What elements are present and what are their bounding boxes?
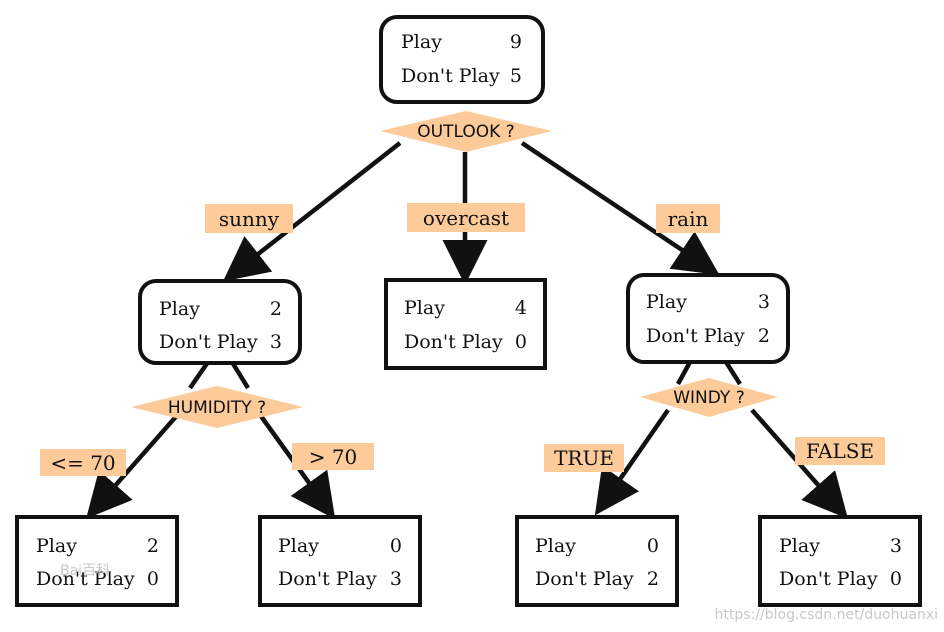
play-count: 0	[390, 535, 402, 557]
edge-rain-to-windy	[676, 360, 692, 386]
windy-question-label: WINDY ?	[673, 388, 745, 408]
edge-label-gt70-text: > 70	[309, 445, 358, 469]
play-label: Play	[278, 535, 319, 557]
dont-play-count: 0	[147, 568, 159, 590]
dont-play-count: 0	[890, 568, 902, 590]
edge-label-gt70: > 70	[292, 443, 374, 470]
play-count: 3	[890, 535, 902, 557]
leaf-false-node: Play 3 Don't Play 0	[758, 515, 922, 607]
edge-label-rain-text: rain	[668, 207, 709, 231]
dont-play-count: 2	[758, 325, 770, 347]
dont-play-count: 3	[270, 331, 282, 353]
dont-play-count: 0	[515, 331, 527, 353]
edge-label-true-text: TRUE	[554, 446, 614, 470]
windy-question: WINDY ?	[640, 378, 778, 417]
play-count: 2	[270, 298, 282, 320]
edge-sunny-to-humidity	[188, 360, 210, 390]
outlook-question-label: OUTLOOK ?	[417, 122, 514, 142]
play-count: 2	[147, 535, 159, 557]
edge-label-le70-text: <= 70	[50, 451, 115, 475]
play-label: Play	[36, 535, 77, 557]
rain-node: Play 3 Don't Play 2	[626, 273, 790, 364]
edge-label-sunny: sunny	[205, 204, 293, 233]
edge-label-overcast-text: overcast	[423, 206, 509, 230]
edge-sunny-to-humidity-b	[230, 360, 250, 390]
edge-label-sunny-text: sunny	[219, 207, 280, 231]
play-count: 9	[510, 31, 522, 53]
dont-play-label: Don't Play	[278, 568, 377, 590]
dont-play-count: 3	[390, 568, 402, 590]
humidity-question-label: HUMIDITY ?	[168, 398, 266, 418]
edge-outlook-sunny	[222, 141, 402, 282]
leaf-true-node: Play 0 Don't Play 2	[515, 515, 679, 607]
edge-label-false: FALSE	[795, 437, 885, 465]
dont-play-label: Don't Play	[404, 331, 503, 353]
edge-windy-true	[594, 408, 670, 516]
dont-play-label: Don't Play	[779, 568, 878, 590]
edge-label-true: TRUE	[544, 444, 624, 472]
dont-play-count: 5	[510, 65, 522, 87]
play-count: 4	[515, 297, 527, 319]
leaf-gt70-node: Play 0 Don't Play 3	[258, 515, 422, 607]
dont-play-label: Don't Play	[646, 325, 745, 347]
overcast-node: Play 4 Don't Play 0	[384, 278, 547, 370]
play-label: Play	[404, 297, 445, 319]
dont-play-label: Don't Play	[36, 568, 135, 590]
play-label: Play	[401, 31, 442, 53]
edge-label-le70: <= 70	[40, 449, 126, 476]
play-label: Play	[159, 298, 200, 320]
edge-label-rain: rain	[656, 204, 720, 233]
edge-rain-to-windy-b	[724, 360, 742, 386]
edge-label-false-text: FALSE	[806, 439, 874, 463]
dont-play-count: 2	[647, 568, 659, 590]
edge-humidity-le70	[86, 410, 182, 519]
root-node: Play 9 Don't Play 5	[379, 15, 545, 104]
leaf-le70-node: Play 2 Don't Play 0	[15, 515, 179, 607]
edge-label-overcast: overcast	[407, 203, 525, 232]
outlook-question: OUTLOOK ?	[380, 111, 552, 152]
edge-outlook-rain	[520, 141, 720, 276]
csdn-url-watermark: https://blog.csdn.net/duohuanxi	[715, 607, 938, 623]
sunny-node: Play 2 Don't Play 3	[138, 279, 302, 365]
dont-play-label: Don't Play	[535, 568, 634, 590]
play-label: Play	[779, 535, 820, 557]
dont-play-label: Don't Play	[159, 331, 258, 353]
baidu-watermark: Bai百科	[60, 563, 110, 579]
humidity-question: HUMIDITY ?	[131, 386, 303, 428]
play-label: Play	[646, 291, 687, 313]
dont-play-label: Don't Play	[401, 65, 500, 87]
play-count: 0	[647, 535, 659, 557]
play-count: 3	[758, 291, 770, 313]
play-label: Play	[535, 535, 576, 557]
